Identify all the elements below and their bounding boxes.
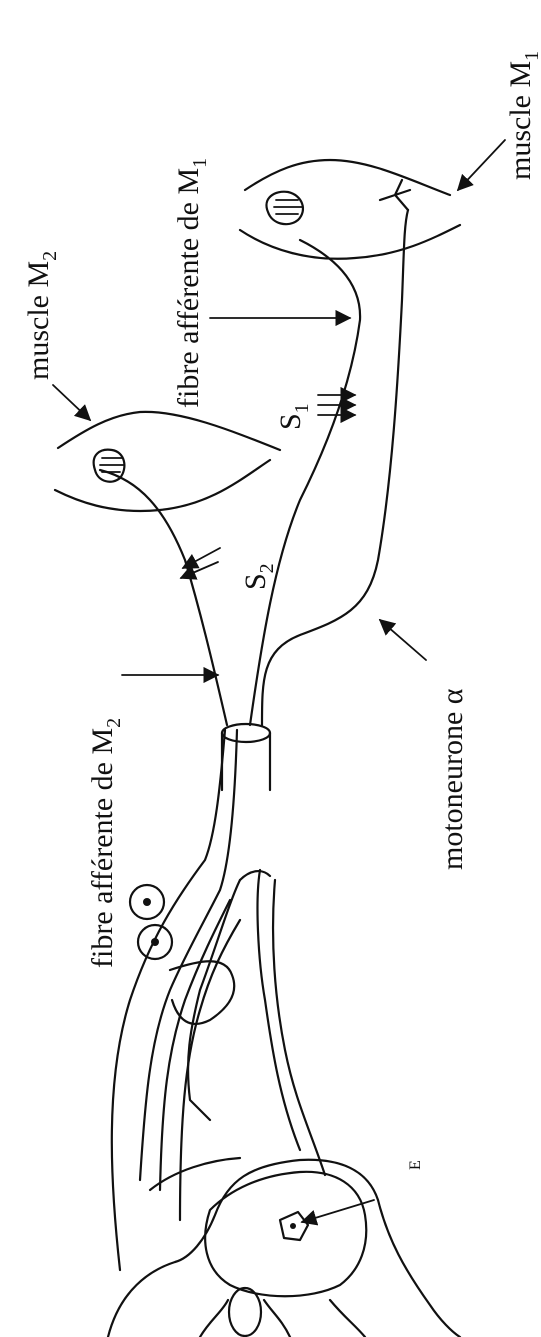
label-fibre-m1: fibre afférente de M1 — [172, 158, 211, 408]
interneuron-e — [280, 1200, 374, 1240]
muscle-m2 — [53, 385, 280, 511]
label-muscle-m2: muscle M2 — [22, 251, 61, 380]
nerve-ring — [222, 724, 270, 742]
dorsal-root — [112, 730, 240, 1270]
afferent-fibre-m1 — [210, 240, 360, 725]
muscle-m1 — [240, 140, 505, 259]
ventral-root — [188, 870, 325, 1175]
motoneurone-alpha — [262, 180, 426, 725]
label-muscle-m1: muscle M1 — [504, 51, 541, 180]
label-e: E — [407, 1160, 424, 1170]
central-canal — [229, 1288, 261, 1336]
label-motoneurone: motoneurone α — [436, 688, 469, 870]
afferent-fibre-m2 — [100, 470, 227, 725]
label-fibre-m2: fibre afférente de M2 — [86, 718, 125, 968]
label-s1: S1 — [274, 403, 313, 430]
label-s2: S2 — [239, 563, 278, 590]
